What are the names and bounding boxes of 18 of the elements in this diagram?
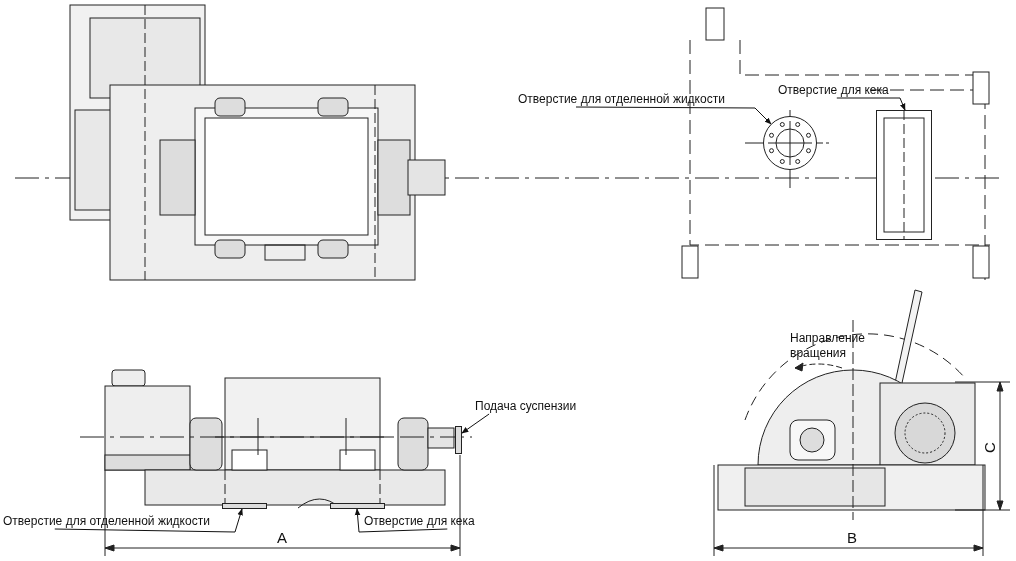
liquid-outlet-flange (762, 115, 818, 171)
callout-label: Отверстие для отделенной жидкости (518, 92, 725, 107)
leader-line (461, 413, 490, 434)
dimension-label: B (847, 530, 857, 545)
dimension-label: A (277, 530, 287, 545)
leader-line (836, 97, 906, 111)
callout-label: Подача суспензии (475, 399, 577, 414)
feed-inlet-flange (455, 426, 462, 454)
cake-outlet-opening (876, 110, 932, 240)
callout-label: Отверстие для кека (364, 514, 475, 529)
annotation-text: Направление вращения (790, 331, 866, 361)
liquid-outlet-port (222, 503, 267, 509)
dimension-label: C (981, 442, 997, 453)
callout-label: Отверстие для отделенной жидкости (3, 514, 210, 529)
leader-line (354, 508, 448, 533)
cake-outlet-port (330, 503, 385, 509)
callout-label: Отверстие для кека (778, 83, 889, 98)
leader-line (54, 508, 243, 533)
